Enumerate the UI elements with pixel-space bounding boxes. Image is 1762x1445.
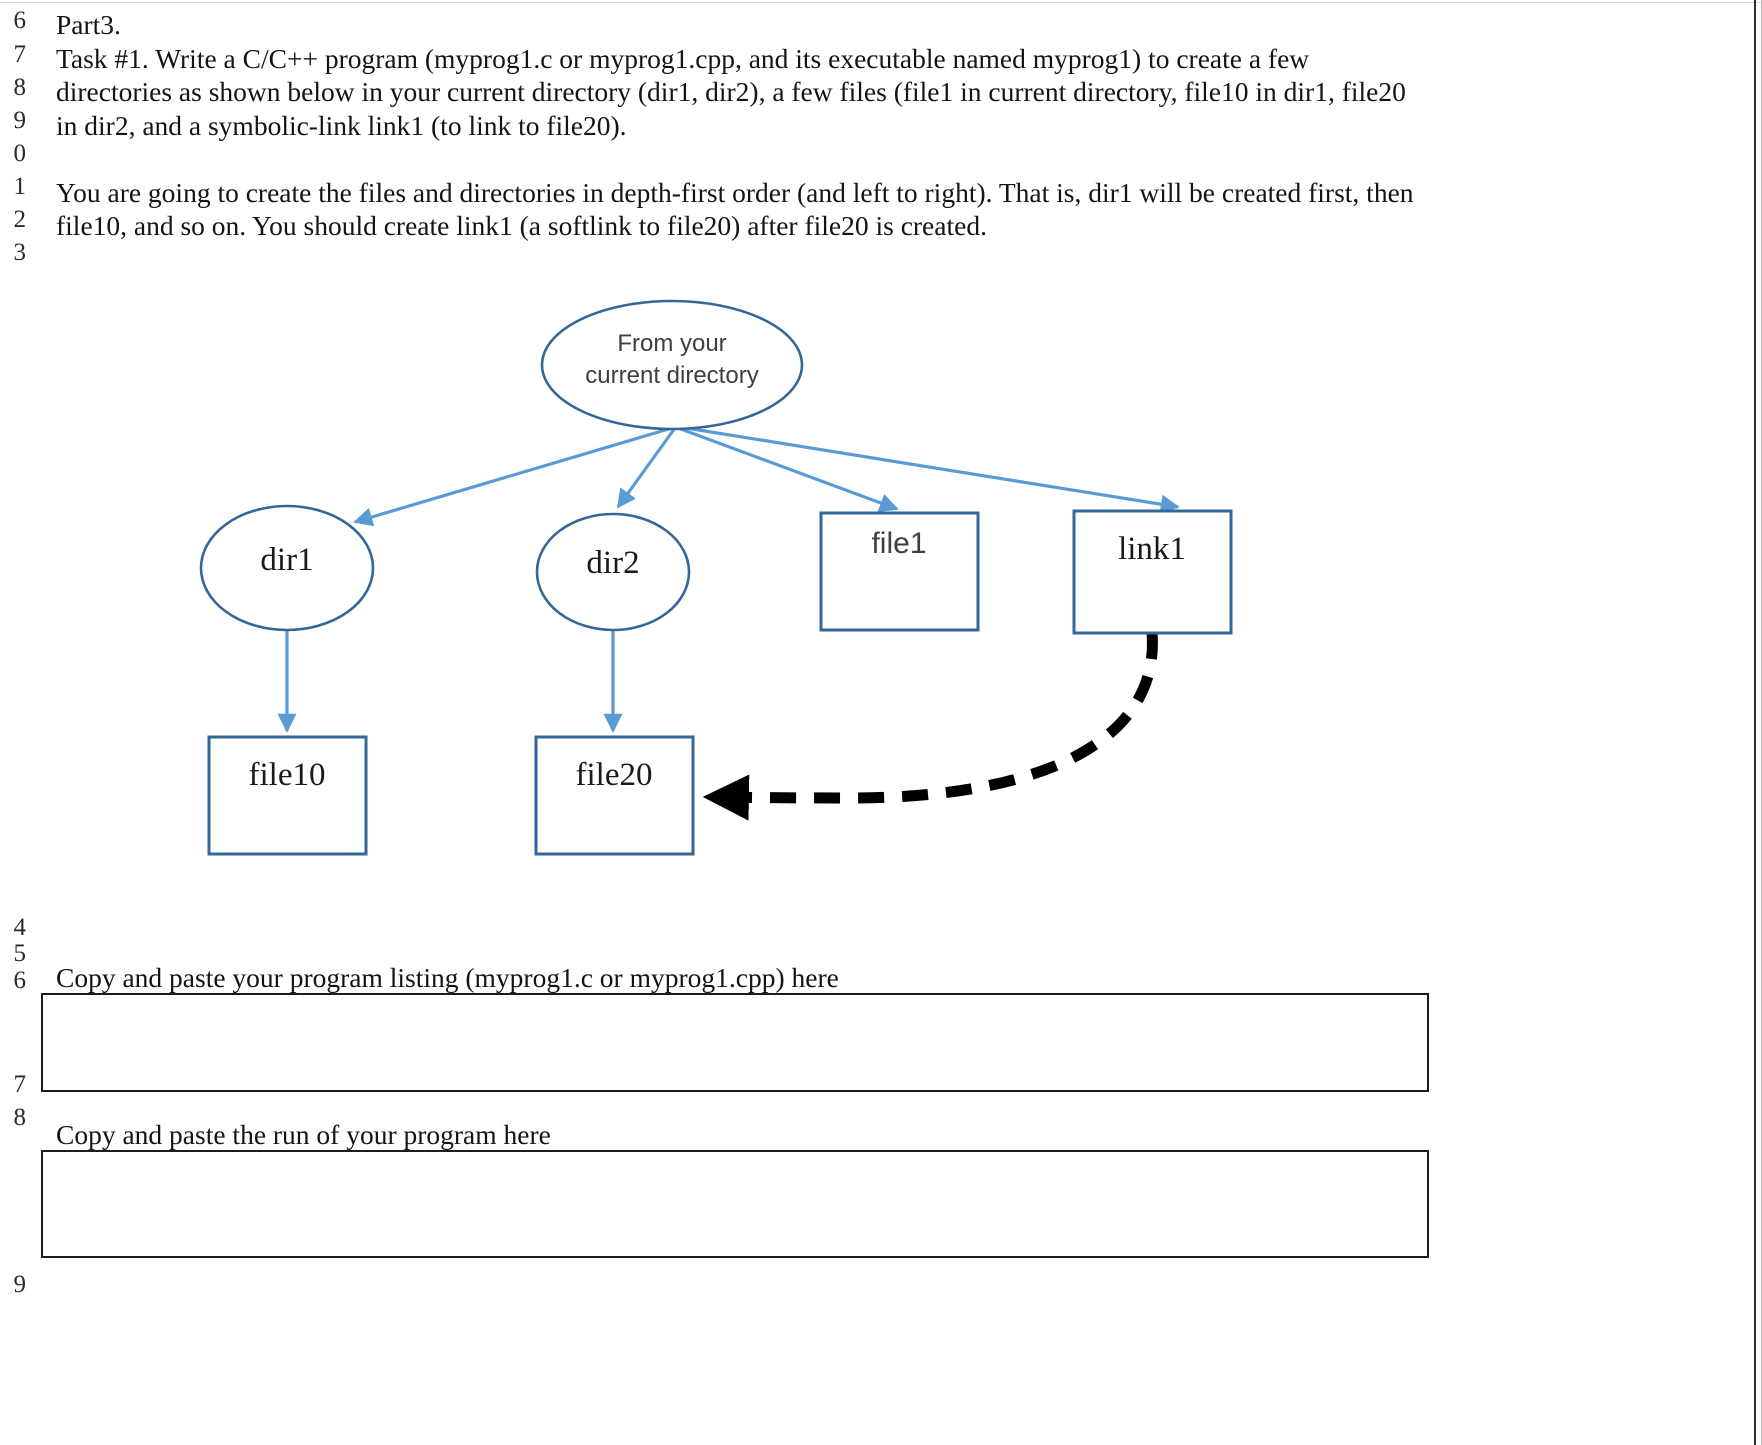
line-number: 7 [13,41,27,68]
edge-root-to-link1 [679,425,1180,514]
line-number: 6 [13,967,27,994]
answer-label-program-run: Copy and paste the run of your program h… [56,1119,551,1150]
edge-root-to-dir2 [616,427,677,509]
node-file20-label: file20 [576,757,653,793]
page-top-rule [0,2,1762,3]
node-dir1: dir1 [199,504,375,632]
node-file10: file10 [207,735,368,856]
answer-box-program-run[interactable] [41,1150,1429,1258]
node-root-label-line1: From your [617,330,726,357]
node-dir2: dir2 [535,512,691,632]
paragraph-spacer [56,142,1416,176]
line-number: 5 [13,940,27,967]
line-number: 6 [13,7,27,34]
node-file1-label: file1 [871,527,926,560]
line-number: 8 [13,74,27,101]
answer-box-program-listing[interactable] [41,993,1429,1092]
node-root-label-line2: current directory [585,362,758,389]
edge-link1-to-file20-symlink [702,632,1158,821]
paragraph-order: You are going to create the files and di… [56,176,1414,242]
body-text: Part3. Task #1. Write a C/C++ program (m… [56,8,1416,243]
line-number: 0 [13,140,27,167]
line-number: 9 [13,107,27,134]
node-link1-label: link1 [1118,531,1186,567]
node-link1: link1 [1072,509,1233,635]
edge-root-to-file1 [677,426,899,513]
node-file1: file1 [819,511,980,632]
line-number: 9 [13,1271,27,1298]
line-number: 8 [13,1104,27,1131]
line-number: 2 [13,206,27,233]
node-dir1-label: dir1 [260,542,313,578]
line-number: 3 [13,239,27,266]
edge-root-to-dir1 [353,426,673,527]
node-file10-label: file10 [249,757,326,793]
line-number: 4 [13,914,27,941]
answer-label-program-listing: Copy and paste your program listing (myp… [56,962,839,993]
node-root-ellipse: From your current directory [540,299,804,431]
line-number: 7 [13,1071,27,1098]
paragraph-part3: Part3. [56,9,121,40]
node-file20: file20 [534,735,695,856]
directory-tree-diagram: From your current directory dir1 dir2 fi… [0,285,1330,885]
node-dir2-label: dir2 [586,545,639,581]
line-number: 1 [13,173,27,200]
paragraph-task1: Task #1. Write a C/C++ program (myprog1.… [56,42,1406,141]
page-right-border [1754,0,1756,1445]
line-number-gutter: 6 7 8 9 0 1 2 3 4 5 6 7 8 9 [0,0,27,1445]
